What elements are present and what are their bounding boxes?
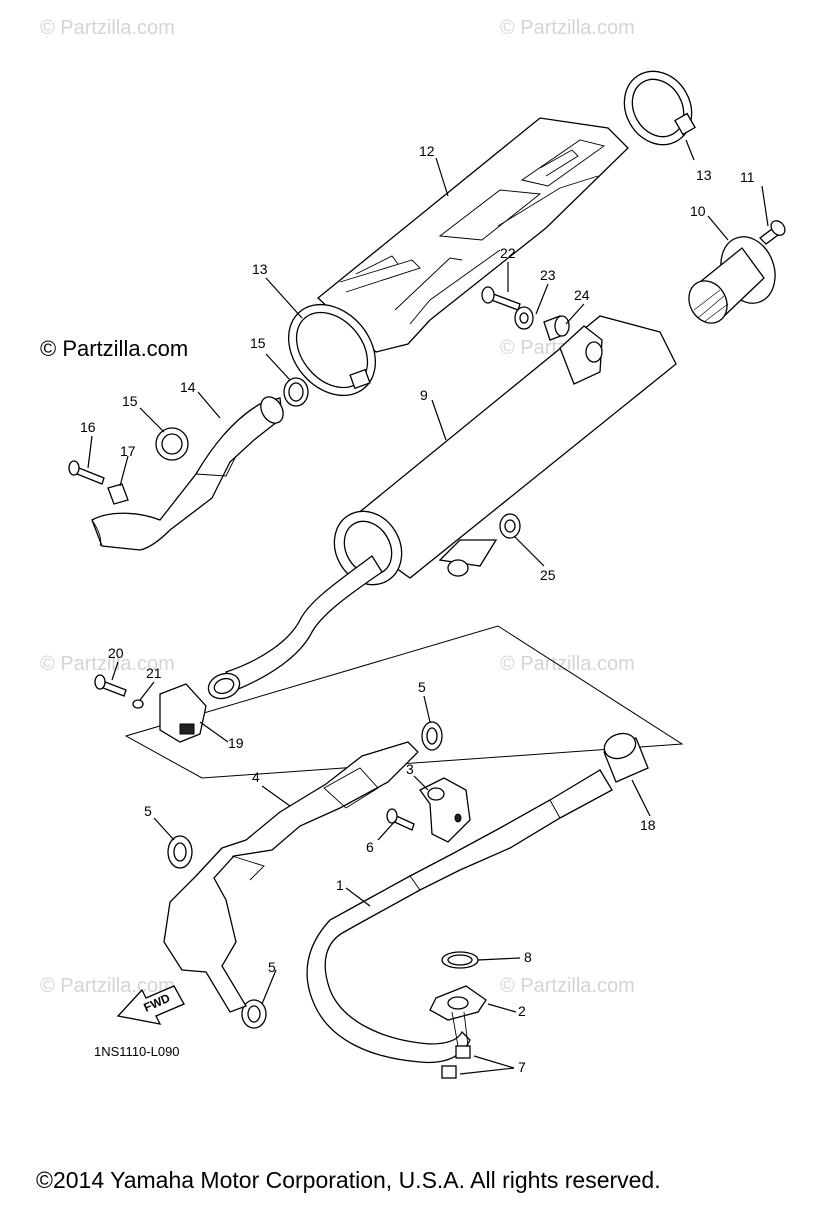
part-8-gasket	[441, 951, 479, 969]
callout-21: 21	[146, 665, 162, 681]
part-19-bracket	[159, 683, 207, 743]
copyright-footer: ©2014 Yamaha Motor Corporation, U.S.A. A…	[36, 1167, 661, 1193]
callout-17: 17	[120, 443, 136, 459]
callout-5: 5	[144, 803, 152, 819]
part-15-clamp-a	[283, 377, 309, 407]
callout-14: 14	[180, 379, 196, 395]
callouts: 12 13 11 10 13 22 23 24 15 14 15 9 16 17…	[80, 143, 755, 1075]
callout-5: 5	[268, 959, 276, 975]
callout-16: 16	[80, 419, 96, 435]
callout-13: 13	[252, 261, 268, 277]
callout-2: 2	[518, 1003, 526, 1019]
callout-22: 22	[500, 245, 516, 261]
part-25-grommet	[499, 513, 521, 539]
part-7-nuts	[441, 1045, 471, 1079]
callout-24: 24	[574, 287, 590, 303]
callout-12: 12	[419, 143, 435, 159]
part-2-flange	[429, 985, 487, 1047]
callout-1: 1	[336, 877, 344, 893]
leader-lines	[87, 139, 769, 1075]
part-14-pipe	[91, 396, 284, 551]
callout-15: 15	[250, 335, 266, 351]
callout-23: 23	[540, 267, 556, 283]
part-13-clamp-rear	[623, 70, 696, 146]
part-15-clamp-b	[155, 427, 189, 461]
callout-7: 7	[518, 1059, 526, 1075]
callout-20: 20	[108, 645, 124, 661]
callout-8: 8	[524, 949, 532, 965]
part-5-clamp-top	[421, 721, 443, 751]
part-21-washer	[132, 699, 144, 709]
callout-11: 11	[740, 169, 755, 185]
watermark: © Partzilla.com	[40, 17, 175, 39]
callout-9: 9	[420, 387, 428, 403]
callout-6: 6	[366, 839, 374, 855]
callout-13: 13	[696, 167, 712, 183]
part-17-collar	[107, 483, 129, 505]
part-5-clamp-bottom	[241, 999, 267, 1029]
callout-18: 18	[640, 817, 656, 833]
part-16-bolt	[68, 460, 105, 485]
muffler-inlet-pipe	[207, 555, 383, 700]
part-3-bracket	[419, 777, 471, 843]
callout-19: 19	[228, 735, 244, 751]
watermark: © Partzilla.com	[500, 975, 635, 997]
watermark: © Partzilla.com	[40, 653, 175, 675]
watermark: © Partzilla.com	[500, 17, 635, 39]
callout-25: 25	[540, 567, 556, 583]
part-10-tailpipe	[688, 236, 776, 324]
callout-15: 15	[122, 393, 138, 409]
diagram-code: 1NS1110-L090	[94, 1044, 180, 1059]
assembly-outline-box	[124, 625, 684, 779]
part-1-main-pipe	[306, 769, 613, 1064]
watermark: © Partzilla.com	[500, 653, 635, 675]
callout-5: 5	[418, 679, 426, 695]
callout-4: 4	[252, 769, 260, 785]
part-23-washer	[514, 306, 534, 330]
part-20-bolt	[94, 674, 127, 697]
brand-watermark: © Partzilla.com	[40, 336, 188, 361]
part-5-clamp-left	[167, 835, 193, 869]
part-4-head-pipe	[163, 741, 419, 1013]
part-13-clamp-front	[287, 303, 377, 397]
part-24-collar	[543, 315, 570, 341]
part-18-sleeve	[603, 732, 649, 783]
callout-3: 3	[406, 761, 414, 777]
part-12-heat-shield	[317, 117, 629, 353]
part-22-bolt	[481, 286, 521, 311]
callout-10: 10	[690, 203, 706, 219]
part-6-bolt	[386, 808, 415, 831]
part-11-screw	[759, 220, 786, 245]
